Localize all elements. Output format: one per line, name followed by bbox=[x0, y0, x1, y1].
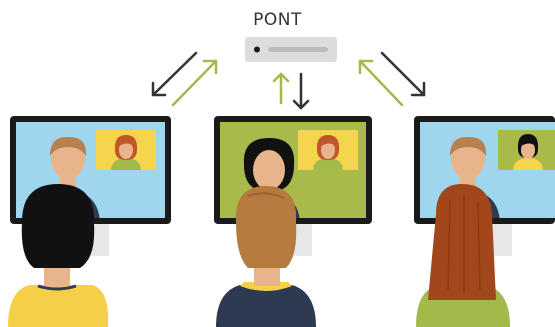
arrow-right-to-bridge bbox=[358, 59, 404, 107]
bridge-slot bbox=[268, 47, 328, 52]
bridge-device bbox=[245, 37, 337, 62]
bridge-label: PONT bbox=[253, 10, 302, 30]
arrow-bridge-to-right bbox=[380, 51, 426, 97]
center-viewer bbox=[216, 186, 316, 327]
right-viewer bbox=[416, 184, 510, 327]
arrow-left-to-bridge bbox=[171, 59, 218, 107]
arrow-center-to-bridge bbox=[272, 72, 290, 105]
arrow-bridge-to-left bbox=[151, 51, 198, 97]
right-remote-tile bbox=[498, 130, 555, 170]
arrow-bridge-to-center bbox=[292, 72, 310, 110]
left-viewer bbox=[8, 184, 109, 327]
bridge-led bbox=[254, 46, 260, 53]
left-remote-tile bbox=[96, 130, 156, 170]
center-remote-tile bbox=[298, 130, 358, 170]
